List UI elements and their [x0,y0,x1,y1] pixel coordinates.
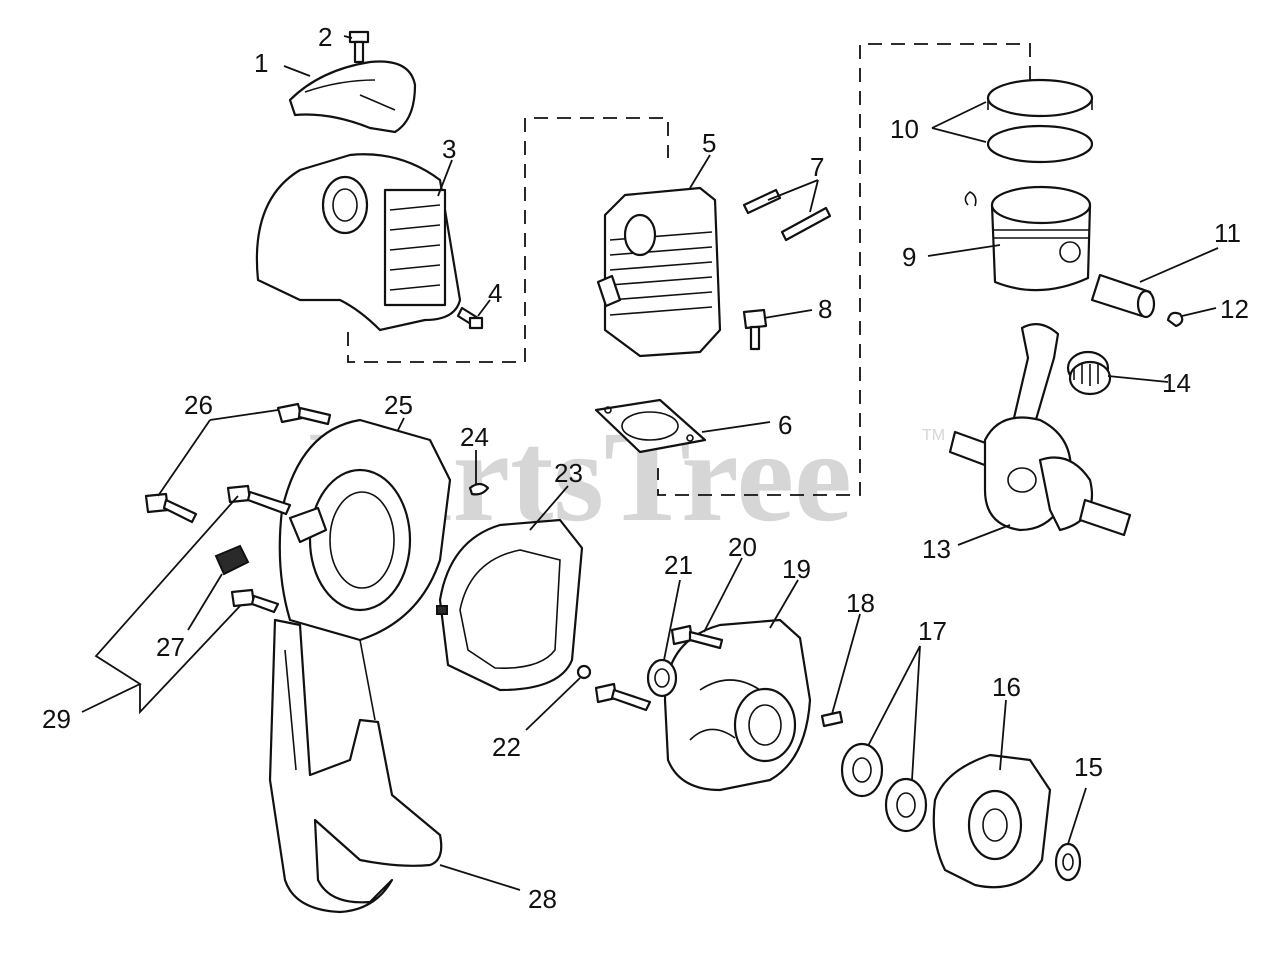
callout-label: 11 [1214,218,1241,248]
cylinder-gasket-part [594,398,707,454]
crankcase-cover-part [932,753,1052,889]
shroud-screw-part [456,306,484,330]
callout-label: 21 [664,550,693,580]
callout-label: 3 [442,134,456,164]
retaining-clip-part [214,544,250,576]
housing-pin-part [468,482,490,496]
callout-label: 19 [782,554,811,584]
callout-label: 16 [992,672,1021,702]
piston-clip-part [1166,311,1184,328]
callout-label: 20 [728,532,757,562]
callout-label: 23 [554,458,583,488]
callout-label: 5 [702,128,716,158]
callout-label: 6 [778,410,792,440]
callout-label: 22 [492,732,521,762]
callout-label: 26 [184,390,213,420]
callout-label: 25 [384,390,413,420]
callout-label: 17 [918,616,947,646]
callout-label: 15 [1074,752,1103,782]
callout-label: 14 [1162,368,1191,398]
callout-label: 28 [528,884,557,914]
cylinder-bolt-part [742,308,768,351]
callout-label: 2 [318,22,332,52]
washer-part [576,664,592,680]
callout-label: 13 [922,534,951,564]
callout-label: 9 [902,242,916,272]
piston-rings-part [986,78,1094,164]
dowel-pin-part [820,710,844,728]
cylinder-shroud-part [255,153,462,332]
piston-part [964,185,1092,292]
piston-pin-part [1090,273,1156,319]
top-cover-part [288,60,417,134]
leader-lines [81,35,1219,891]
needle-bearing-part [1066,350,1112,396]
group-bracket-cylinder [347,117,669,363]
crankcase-bolt-part [594,624,724,712]
cylinder-part [596,186,722,358]
watermark-trademark: TM [922,427,945,444]
callout-label: 12 [1220,294,1249,324]
callout-label: 18 [846,588,875,618]
ball-bearing-part [840,742,928,833]
callout-label: 27 [156,632,185,662]
fan-cover-part [436,518,584,692]
stud-bolt-part [742,188,832,242]
cover-seal-part [1054,842,1082,882]
fan-housing-part [278,418,452,642]
crankshaft-part [948,323,1132,537]
group-bracket-piston [657,43,1031,496]
mounting-bracket-part [268,618,443,914]
callout-label: 24 [460,422,489,452]
crankcase-part [663,618,812,792]
callout-label: 29 [42,704,71,734]
top-screw-part [348,30,370,64]
callout-label: 1 [254,48,268,78]
callout-label: 4 [488,278,502,308]
callout-labels: 1 2 3 4 5 6 7 8 9 10 11 12 13 14 15 16 1… [42,22,1249,914]
callout-label: 7 [810,152,824,182]
callout-label: 8 [818,294,832,324]
callout-label: 10 [890,114,919,144]
oil-seal-part [646,658,678,698]
